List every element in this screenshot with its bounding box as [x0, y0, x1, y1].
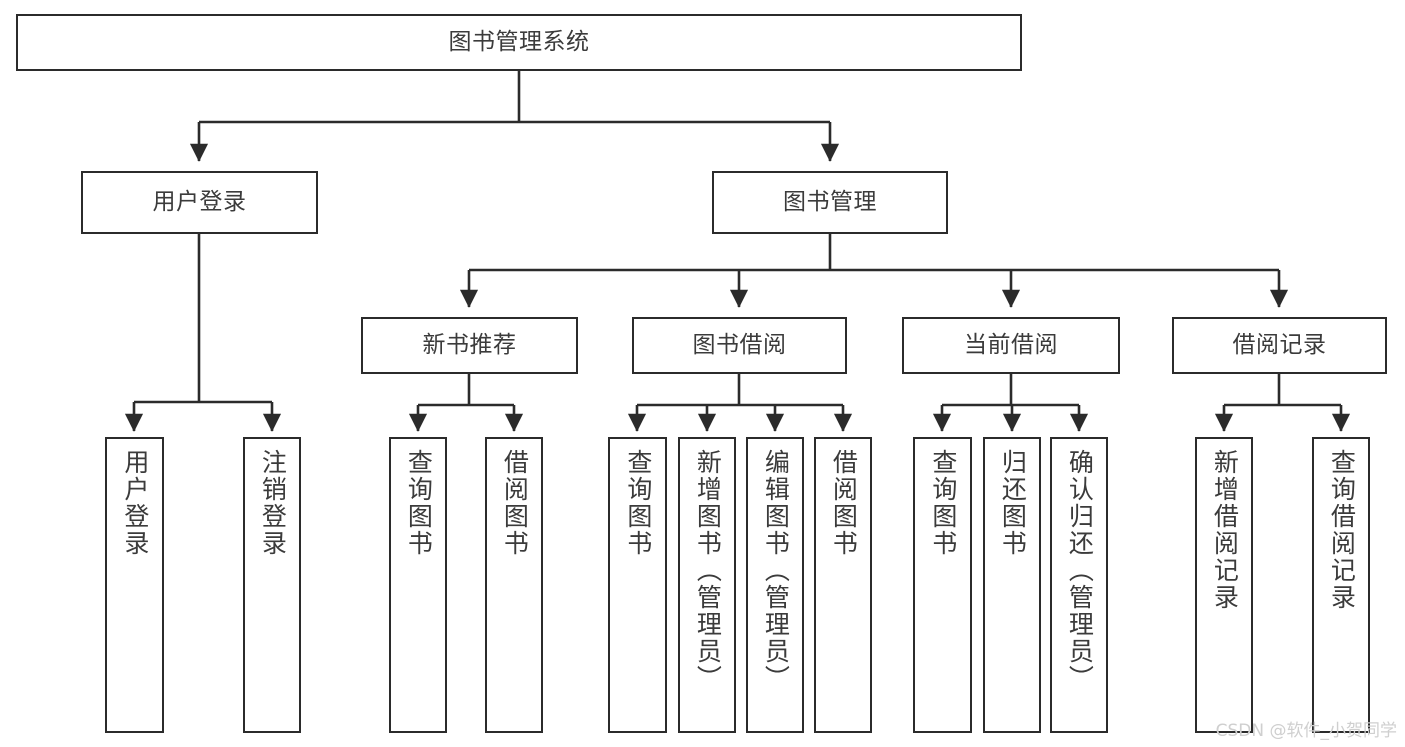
node-leaf-add-book-label: 新增图书（管理员）: [693, 449, 723, 692]
node-root[interactable]: 图书管理系统: [16, 14, 1022, 71]
node-leaf-add-record[interactable]: 新增借阅记录: [1195, 437, 1253, 733]
node-user-login-label: 用户登录: [152, 189, 247, 215]
node-leaf-user-login[interactable]: 用户登录: [105, 437, 164, 733]
node-new-book-recommend[interactable]: 新书推荐: [361, 317, 578, 374]
node-leaf-borrow-book-bor-label: 借阅图书: [829, 449, 859, 557]
node-book-borrow[interactable]: 图书借阅: [632, 317, 847, 374]
node-leaf-query-record[interactable]: 查询借阅记录: [1312, 437, 1370, 733]
node-borrow-record-label: 借阅记录: [1232, 332, 1327, 358]
node-leaf-return-book-label: 归还图书: [998, 449, 1028, 557]
node-leaf-borrow-book-rec[interactable]: 借阅图书: [485, 437, 543, 733]
node-leaf-borrow-book-bor[interactable]: 借阅图书: [814, 437, 872, 733]
node-current-borrow-label: 当前借阅: [964, 332, 1058, 358]
node-leaf-add-book[interactable]: 新增图书（管理员）: [678, 437, 736, 733]
node-leaf-logout[interactable]: 注销登录: [243, 437, 301, 733]
node-leaf-query-book-bor-label: 查询图书: [623, 449, 653, 557]
node-book-borrow-label: 图书借阅: [692, 332, 787, 358]
node-leaf-add-record-label: 新增借阅记录: [1210, 449, 1240, 611]
node-leaf-borrow-book-rec-label: 借阅图书: [500, 449, 530, 557]
node-leaf-user-login-label: 用户登录: [120, 449, 150, 557]
node-root-label: 图书管理系统: [448, 29, 590, 55]
node-book-manage[interactable]: 图书管理: [712, 171, 948, 234]
node-leaf-query-record-label: 查询借阅记录: [1327, 449, 1357, 611]
node-leaf-query-book-rec-label: 查询图书: [404, 449, 434, 557]
node-leaf-confirm-return[interactable]: 确认归还（管理员）: [1050, 437, 1108, 733]
node-leaf-query-book-cur-label: 查询图书: [928, 449, 958, 557]
node-leaf-edit-book-label: 编辑图书（管理员）: [761, 449, 791, 692]
node-user-login[interactable]: 用户登录: [81, 171, 318, 234]
node-leaf-return-book[interactable]: 归还图书: [983, 437, 1041, 733]
node-leaf-edit-book[interactable]: 编辑图书（管理员）: [746, 437, 804, 733]
node-leaf-query-book-cur[interactable]: 查询图书: [913, 437, 972, 733]
node-current-borrow[interactable]: 当前借阅: [902, 317, 1120, 374]
node-leaf-query-book-rec[interactable]: 查询图书: [389, 437, 447, 733]
node-leaf-logout-label: 注销登录: [258, 449, 288, 557]
node-new-book-recommend-label: 新书推荐: [422, 332, 517, 358]
node-leaf-confirm-return-label: 确认归还（管理员）: [1065, 449, 1095, 692]
node-leaf-query-book-bor[interactable]: 查询图书: [608, 437, 667, 733]
node-book-manage-label: 图书管理: [783, 189, 877, 215]
node-borrow-record[interactable]: 借阅记录: [1172, 317, 1387, 374]
